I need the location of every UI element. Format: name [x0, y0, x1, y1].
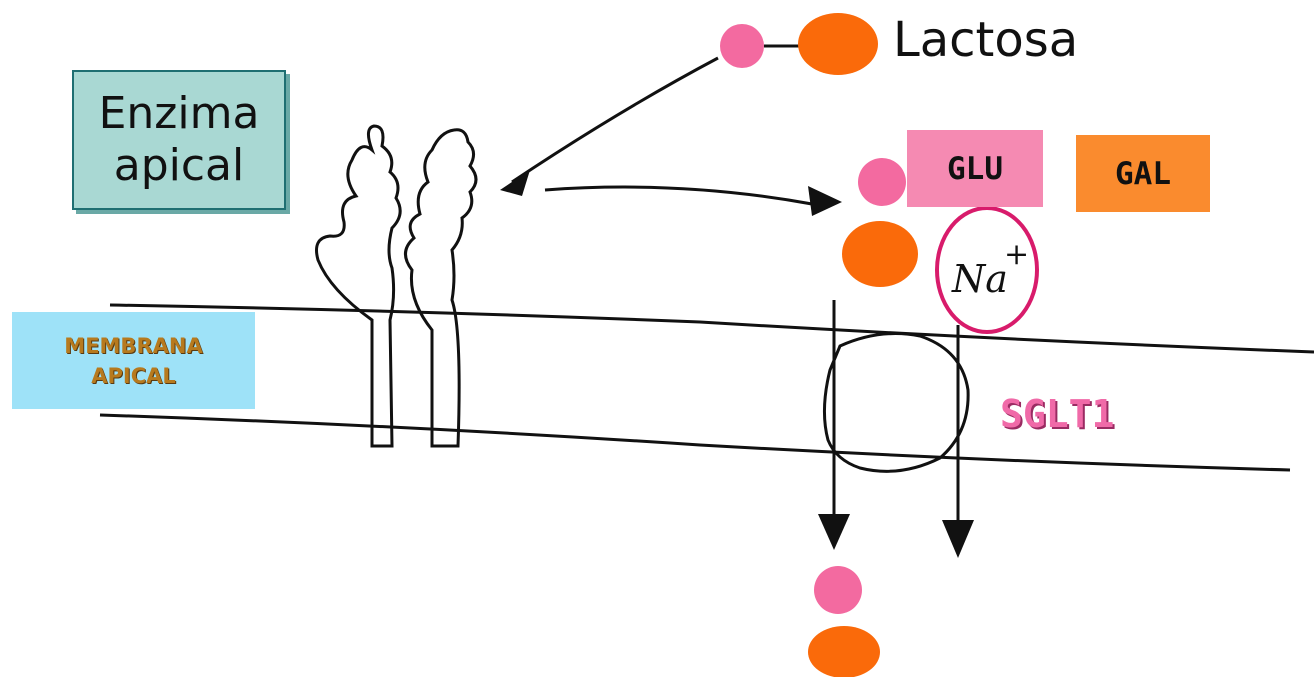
sodium-label: Na — [951, 257, 1008, 301]
absorbed-galactose — [808, 626, 880, 677]
membrane-apical-box: MEMBRANA APICAL — [12, 312, 255, 409]
arrowhead — [818, 514, 850, 550]
glu-label-box: GLU — [907, 130, 1043, 207]
enzyme-to-products-arrow — [545, 187, 812, 204]
sglt1-label: SGLT1 — [1000, 392, 1114, 436]
galactose-molecule — [842, 221, 918, 287]
absorbed-glucose — [814, 566, 862, 614]
arrowhead — [942, 520, 974, 558]
gal-label-box: GAL — [1076, 135, 1210, 212]
glucose-molecule — [858, 158, 906, 206]
enzyme-shape — [317, 126, 401, 446]
arrowhead — [500, 170, 530, 196]
enzyme-label-line2: apical — [114, 140, 245, 192]
membrane-label-line2: APICAL — [91, 361, 176, 391]
sodium-charge: + — [1004, 237, 1029, 272]
enzyme-apical-box: Enzima apical — [72, 70, 286, 210]
sglt1-transporter — [824, 334, 968, 472]
enzyme-shape — [405, 130, 476, 446]
enzyme-label-line1: Enzima — [99, 88, 260, 140]
membrane-label-line1: MEMBRANA — [64, 331, 202, 361]
arrowhead — [808, 186, 842, 216]
lactose-glucose — [720, 24, 764, 68]
lactosa-label: Lactosa — [893, 12, 1078, 68]
lactose-galactose — [798, 13, 878, 75]
membrane-upper-line — [110, 305, 1314, 352]
lactose-to-enzyme-arrow — [512, 58, 718, 182]
